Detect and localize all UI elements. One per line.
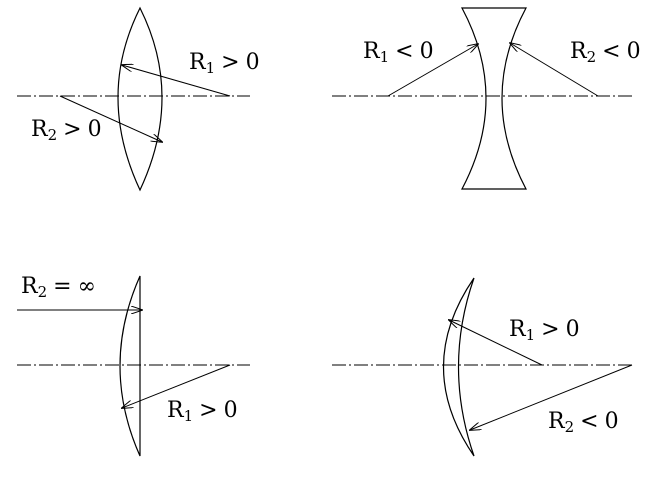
meniscus-r2-label: R2<0 bbox=[548, 409, 619, 436]
biconcave-r2-label: R2<0 bbox=[570, 39, 641, 66]
radius-r1-arrow bbox=[449, 320, 543, 366]
planoconvex-r2-label: R2=∞ bbox=[21, 274, 96, 301]
plano-convex-lens-panel bbox=[17, 275, 250, 457]
radius-r1-arrow bbox=[122, 65, 231, 97]
planoconvex-r1-label: R1>0 bbox=[167, 398, 238, 425]
radius-r2-arrow bbox=[59, 95, 162, 142]
biconcave-r1-label: R1<0 bbox=[363, 39, 434, 66]
lens-outline bbox=[443, 277, 475, 457]
lens-outline bbox=[461, 7, 527, 190]
lens-outline bbox=[119, 275, 141, 457]
radius-r1-arrow bbox=[387, 44, 478, 97]
biconcave-lens-panel bbox=[332, 7, 634, 190]
meniscus-lens-panel bbox=[332, 277, 634, 457]
biconvex-r1-label: R1>0 bbox=[189, 50, 260, 77]
biconvex-lens-panel bbox=[17, 6, 250, 192]
radius-r2-arrow bbox=[510, 43, 599, 97]
meniscus-r1-label: R1>0 bbox=[509, 317, 580, 344]
lens-outline bbox=[117, 6, 163, 192]
radius-r2-arrow bbox=[470, 364, 633, 430]
radius-r1-arrow bbox=[122, 364, 231, 408]
biconvex-r2-label: R2>0 bbox=[31, 117, 102, 144]
